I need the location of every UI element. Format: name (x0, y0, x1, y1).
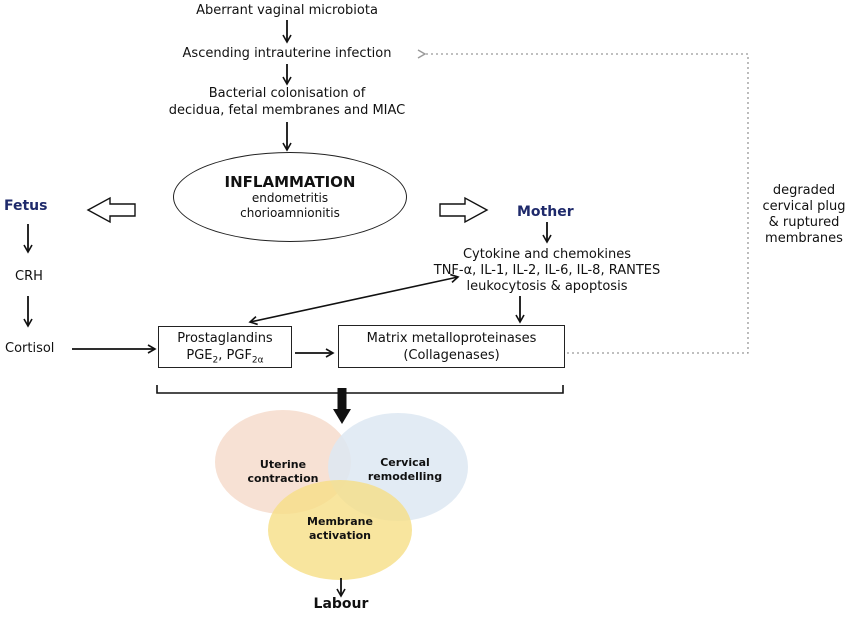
mother-label: Mother (517, 204, 574, 220)
prostaglandins-title: Prostaglandins (177, 331, 273, 346)
side-note-line1: degraded (772, 183, 836, 198)
pg-separator: , (218, 348, 227, 363)
hollow-arrow-to-fetus (86, 196, 136, 224)
aberrant-microbiota-label: Aberrant vaginal microbiota (196, 3, 378, 18)
mmp-subtitle: (Collagenases) (403, 348, 500, 363)
mmp-title: Matrix metalloproteinases (366, 331, 537, 346)
inflammation-title: INFLAMMATION (224, 173, 356, 191)
thick-arrow-head (333, 409, 351, 424)
hollow-arrow-to-mother (439, 196, 489, 224)
fetus-label: Fetus (4, 198, 48, 214)
membrane-line2: activation (309, 529, 371, 542)
pge-subscript: 2 (212, 355, 219, 366)
pgf-label: PGF (226, 348, 252, 363)
bacterial-colonisation-label-line2: decidua, fetal membranes and MIAC (168, 103, 406, 118)
prostaglandins-box: Prostaglandins PGE2, PGF2α (158, 326, 292, 368)
cytokines-line1: Cytokine and chemokines (462, 247, 632, 262)
arrow-cytokines-prostaglandins-bidirectional (248, 273, 460, 326)
prostaglandins-types: PGE2, PGF2α (159, 347, 291, 370)
bracket (156, 385, 564, 394)
pge-label: PGE (186, 348, 213, 363)
cytokines-line2: TNF-α, IL-1, IL-2, IL-6, IL-8, RANTES (433, 263, 661, 278)
inflammation-ellipse: INFLAMMATION endometritis chorioamnionit… (173, 152, 407, 242)
cervical-line1: Cervical (380, 456, 430, 469)
side-note-line3: & ruptured (768, 215, 840, 230)
side-note-line4: membranes (765, 231, 843, 246)
uterine-line2: contraction (247, 472, 319, 485)
labour-label: Labour (313, 596, 369, 612)
crh-label: CRH (15, 269, 43, 284)
bacterial-colonisation-label-line1: Bacterial colonisation of (208, 86, 366, 101)
cortisol-label: Cortisol (5, 341, 55, 356)
membrane-activation-circle (268, 480, 412, 580)
mmp-box: Matrix metalloproteinases (Collagenases) (338, 325, 565, 368)
inflammation-chorioamnionitis: chorioamnionitis (240, 206, 340, 220)
uterine-line1: Uterine (259, 458, 307, 471)
cervical-remodelling-label: Cervical remodelling (360, 456, 450, 484)
inflammation-endometritis: endometritis (251, 191, 329, 205)
membrane-line1: Membrane (307, 515, 373, 528)
cytokines-line3: leukocytosis & apoptosis (466, 279, 628, 294)
ascending-infection-label: Ascending intrauterine infection (182, 46, 392, 61)
membrane-activation-label: Membrane activation (300, 515, 380, 543)
pgf-subscript: 2α (251, 355, 264, 366)
cervical-line2: remodelling (367, 470, 443, 483)
dotted-feedback-line (417, 49, 749, 354)
uterine-contraction-label: Uterine contraction (243, 458, 323, 486)
side-note-line2: cervical plug (762, 199, 846, 214)
